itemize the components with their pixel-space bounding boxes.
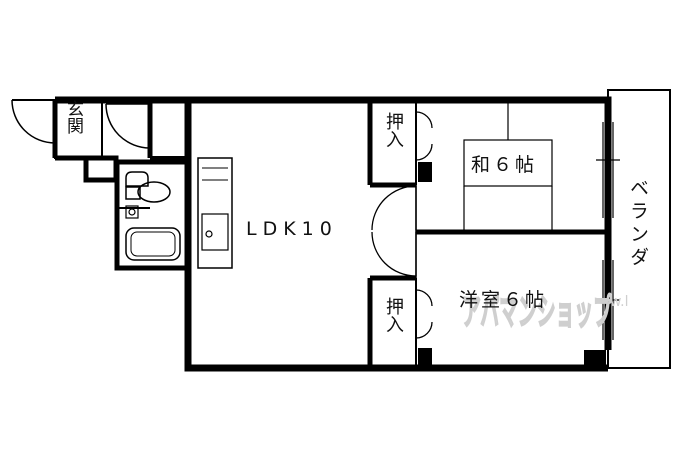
genkan-label: 玄関 [63,100,83,134]
tatami [463,103,553,230]
veranda [596,89,671,369]
genkan-walls [11,99,188,183]
oshiire-top-label: 押入 [383,112,404,148]
bath-block [114,159,191,271]
kitchen-counter [197,157,233,269]
doors [371,111,433,339]
youshitsu-label: 洋室６帖 [459,289,548,311]
veranda-label: ベランダ [627,178,649,270]
interior-walls [367,100,608,368]
washitsu-label: 和６帖 [471,154,538,176]
oshiire-bottom-label: 押入 [383,297,404,333]
ldk-label: LDK10 [246,218,338,240]
